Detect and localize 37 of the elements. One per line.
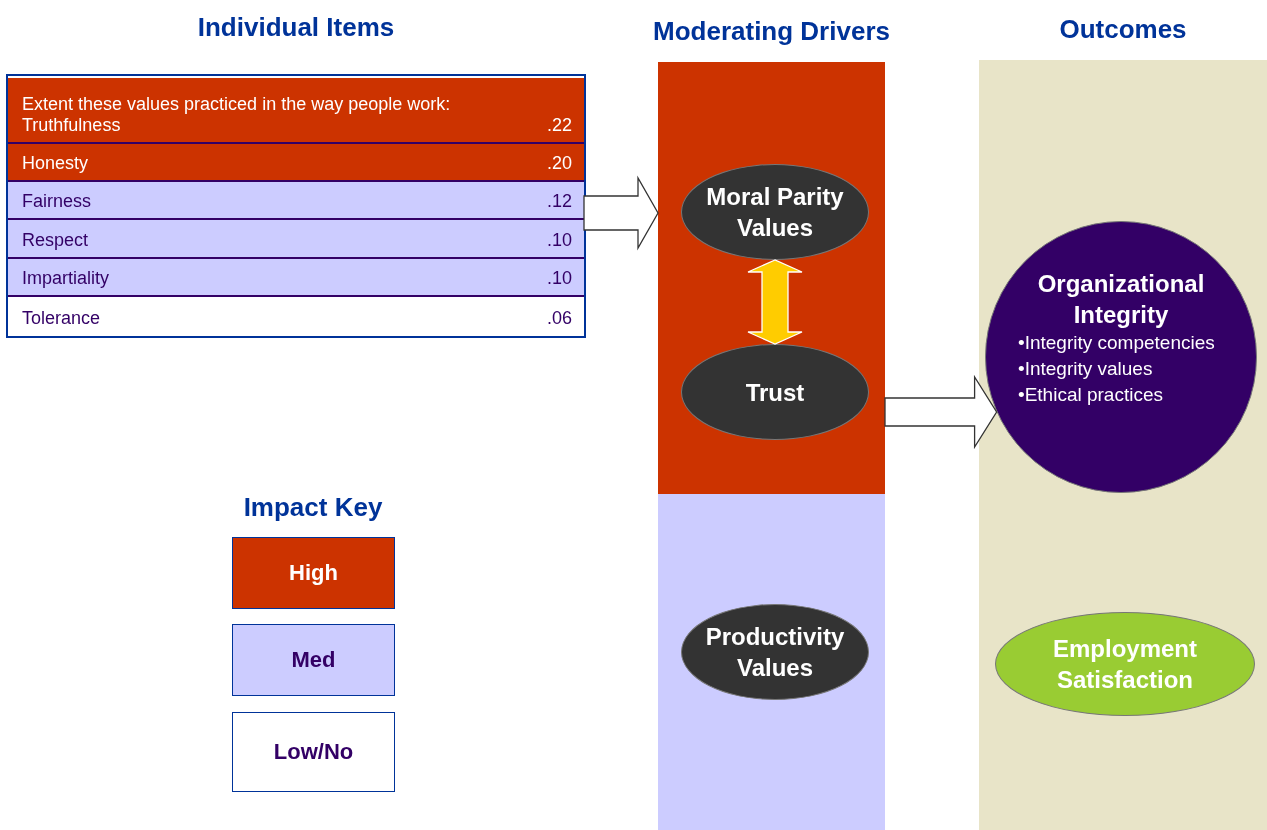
bullet-item: •Integrity values bbox=[1018, 357, 1153, 381]
row-value: .20 bbox=[546, 153, 572, 174]
table-row bbox=[8, 220, 584, 259]
row-label: Extent these values practiced in the way people work: Truthfulness bbox=[22, 94, 452, 136]
table-row bbox=[8, 182, 584, 220]
row-label: Impartiality bbox=[22, 268, 110, 289]
node-title: Moral Parity Values bbox=[705, 182, 845, 243]
legend-key: Low/No bbox=[232, 712, 395, 792]
row-label: Tolerance bbox=[22, 308, 101, 329]
row-value: .22 bbox=[546, 115, 572, 136]
table-row bbox=[8, 144, 584, 182]
row-label: Respect bbox=[22, 230, 89, 251]
row-label: Fairness bbox=[22, 191, 92, 212]
bullet-item: •Integrity competencies bbox=[1018, 331, 1215, 355]
node-title: Productivity Values bbox=[704, 622, 846, 683]
legend-key: High bbox=[232, 537, 395, 609]
column-band bbox=[658, 494, 885, 830]
node-title: Trust bbox=[745, 377, 805, 408]
heading: Moderating Drivers bbox=[653, 16, 890, 47]
row-value: .10 bbox=[546, 230, 572, 251]
node-title: Employment Satisfaction bbox=[1052, 634, 1198, 695]
column-band bbox=[658, 62, 885, 494]
table-row bbox=[8, 259, 584, 297]
heading: Outcomes bbox=[1059, 14, 1187, 45]
legend-heading: Impact Key bbox=[243, 492, 383, 523]
row-value: .12 bbox=[546, 191, 572, 212]
heading: Individual Items bbox=[197, 12, 395, 43]
row-label: Honesty bbox=[22, 153, 89, 174]
block-arrow bbox=[583, 175, 659, 251]
row-value: .10 bbox=[546, 268, 572, 289]
block-arrow bbox=[884, 374, 998, 450]
row-value: .06 bbox=[546, 308, 572, 329]
bullet-item: •Ethical practices bbox=[1018, 383, 1163, 407]
table-row bbox=[8, 78, 584, 144]
legend-key: Med bbox=[232, 624, 395, 696]
node-title: Organizational Integrity bbox=[1036, 269, 1206, 330]
double-block-arrow bbox=[747, 259, 803, 345]
